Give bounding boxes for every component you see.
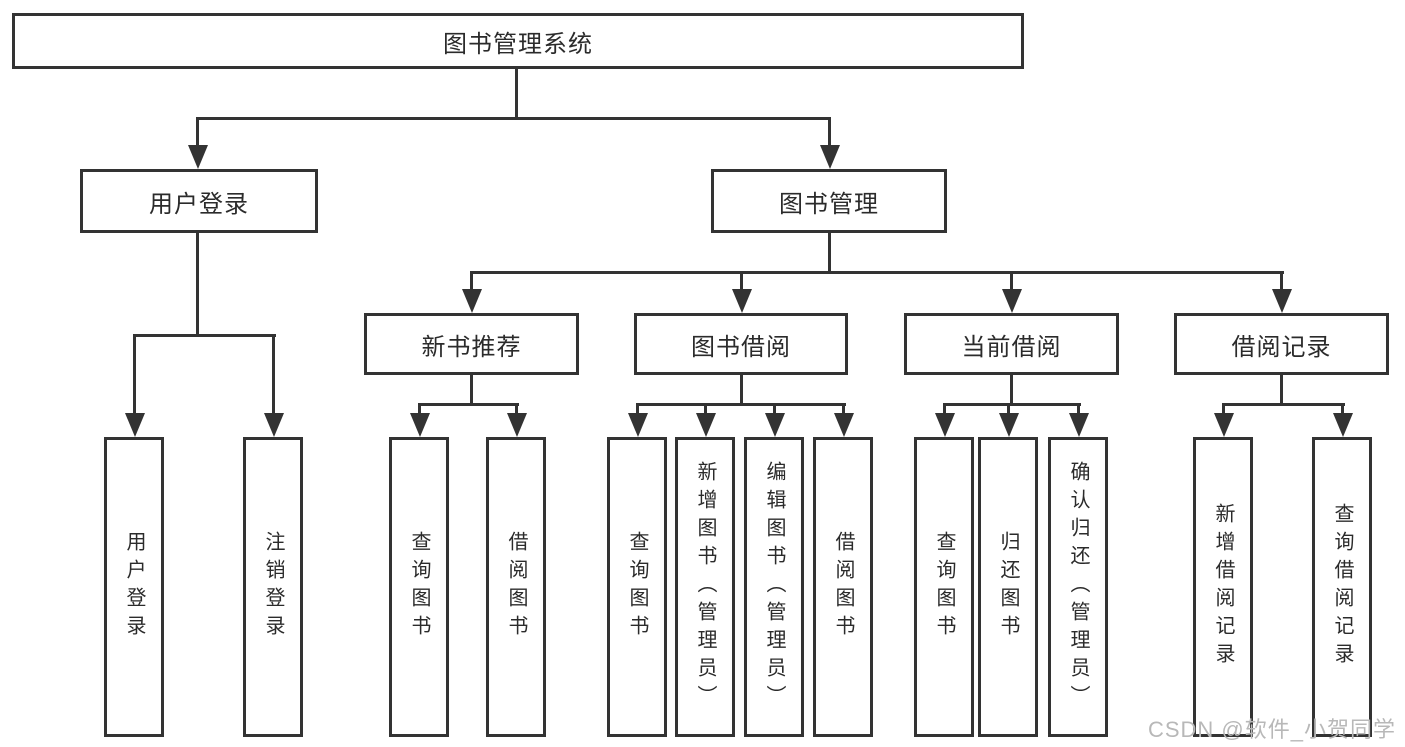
connector-bookmgmt-hline — [470, 271, 1284, 274]
connector-bookmgmt-stem-4 — [1280, 274, 1283, 290]
leaf-return-books-label: 归还图书 — [997, 531, 1019, 643]
arrowhead-leaf-query-books-borrowmgmt — [628, 413, 648, 437]
watermark: CSDN @软件_小贺同学 — [1147, 717, 1396, 742]
arrowhead-leaf-add-borrow-record — [1214, 413, 1234, 437]
leaf-confirm-return-admin-label: 确认归还（管理员） — [1067, 461, 1089, 713]
arrowhead-leaf-query-books-newbook — [410, 413, 430, 437]
connector-borrowmgmt-vline — [740, 375, 743, 403]
node-user-login: 用户登录 — [80, 169, 318, 233]
node-current-borrow: 当前借阅 — [904, 313, 1119, 375]
connector-userlogin-hline — [133, 334, 276, 337]
arrowhead-leaf-return-books — [999, 413, 1019, 437]
leaf-query-borrow-record-label: 查询借阅记录 — [1331, 503, 1353, 671]
arrowhead-leaf-user-login — [125, 413, 145, 437]
leaf-edit-books-admin-label: 编辑图书（管理员） — [763, 461, 785, 713]
leaf-query-borrow-record: 查询借阅记录 — [1312, 437, 1372, 737]
connector-newbook-stem-2 — [515, 406, 518, 414]
connector-record-vline — [1280, 375, 1283, 403]
connector-root-vline — [515, 69, 518, 118]
connector-root-stem-right — [828, 120, 831, 146]
connector-borrowmgmt-hline — [636, 403, 846, 406]
connector-bookmgmt-vline — [828, 233, 831, 271]
connector-borrowmgmt-stem-3 — [773, 406, 776, 414]
arrowhead-leaf-borrow-books-borrowmgmt — [834, 413, 854, 437]
leaf-confirm-return-admin: 确认归还（管理员） — [1048, 437, 1108, 737]
arrowhead-leaf-logout — [264, 413, 284, 437]
arrowhead-user-login — [188, 145, 208, 169]
connector-root-hline — [196, 117, 831, 120]
connector-current-stem-3 — [1077, 406, 1080, 414]
connector-record-stem-2 — [1341, 406, 1344, 414]
connector-userlogin-stem-1 — [133, 337, 136, 414]
arrowhead-leaf-edit-books-admin — [765, 413, 785, 437]
connector-borrowmgmt-stem-2 — [704, 406, 707, 414]
leaf-logout-login-label: 注销登录 — [262, 531, 284, 643]
connector-bookmgmt-stem-2 — [740, 274, 743, 290]
connector-borrowmgmt-stem-1 — [636, 406, 639, 414]
leaf-borrow-books-borrowmgmt: 借阅图书 — [813, 437, 873, 737]
connector-userlogin-vline — [196, 233, 199, 336]
leaf-borrow-books-newbook: 借阅图书 — [486, 437, 546, 737]
connector-bookmgmt-stem-3 — [1010, 274, 1013, 290]
leaf-add-borrow-record-label: 新增借阅记录 — [1212, 503, 1234, 671]
leaf-query-books-newbook: 查询图书 — [389, 437, 449, 737]
connector-current-vline — [1010, 375, 1013, 403]
connector-newbook-stem-1 — [418, 406, 421, 414]
arrowhead-leaf-borrow-books-newbook — [507, 413, 527, 437]
node-root: 图书管理系统 — [12, 13, 1024, 69]
connector-borrowmgmt-stem-4 — [842, 406, 845, 414]
node-book-management: 图书管理 — [711, 169, 947, 233]
connector-newbook-hline — [418, 403, 519, 406]
connector-bookmgmt-stem-1 — [470, 274, 473, 290]
leaf-add-borrow-record: 新增借阅记录 — [1193, 437, 1253, 737]
arrowhead-leaf-query-borrow-record — [1333, 413, 1353, 437]
leaf-return-books: 归还图书 — [978, 437, 1038, 737]
arrowhead-leaf-add-books-admin — [696, 413, 716, 437]
arrowhead-leaf-confirm-return — [1069, 413, 1089, 437]
node-book-borrow: 图书借阅 — [634, 313, 848, 375]
node-new-book-recommend: 新书推荐 — [364, 313, 579, 375]
arrowhead-book-management — [820, 145, 840, 169]
connector-current-hline — [943, 403, 1081, 406]
node-borrow-record: 借阅记录 — [1174, 313, 1389, 375]
leaf-query-books-borrowmgmt: 查询图书 — [607, 437, 667, 737]
leaf-logout-login: 注销登录 — [243, 437, 303, 737]
leaf-borrow-books-newbook-label: 借阅图书 — [505, 531, 527, 643]
arrowhead-current-borrow — [1002, 289, 1022, 313]
node-new-book-recommend-label: 新书推荐 — [421, 333, 522, 361]
node-borrow-record-label: 借阅记录 — [1231, 333, 1332, 361]
leaf-user-login: 用户登录 — [104, 437, 164, 737]
leaf-query-books-newbook-label: 查询图书 — [408, 531, 430, 643]
connector-newbook-vline — [470, 375, 473, 403]
connector-current-stem-1 — [943, 406, 946, 414]
node-user-login-label: 用户登录 — [149, 190, 249, 218]
node-root-label: 图书管理系统 — [443, 30, 593, 58]
leaf-query-books-current: 查询图书 — [914, 437, 974, 737]
leaf-add-books-admin: 新增图书（管理员） — [675, 437, 735, 737]
connector-record-hline — [1222, 403, 1345, 406]
arrowhead-borrow-record — [1272, 289, 1292, 313]
leaf-add-books-admin-label: 新增图书（管理员） — [694, 461, 716, 713]
connector-root-stem-left — [196, 120, 199, 146]
connector-current-stem-2 — [1007, 406, 1010, 414]
node-book-borrow-label: 图书借阅 — [691, 333, 791, 361]
leaf-query-books-current-label: 查询图书 — [933, 531, 955, 643]
arrowhead-leaf-query-books-current — [935, 413, 955, 437]
arrowhead-book-borrow — [732, 289, 752, 313]
node-book-management-label: 图书管理 — [779, 190, 879, 218]
connector-record-stem-1 — [1222, 406, 1225, 414]
leaf-borrow-books-borrowmgmt-label: 借阅图书 — [832, 531, 854, 643]
connector-userlogin-stem-2 — [272, 337, 275, 414]
arrowhead-new-book-recommend — [462, 289, 482, 313]
leaf-query-books-borrowmgmt-label: 查询图书 — [626, 531, 648, 643]
node-current-borrow-label: 当前借阅 — [961, 333, 1062, 361]
leaf-edit-books-admin: 编辑图书（管理员） — [744, 437, 804, 737]
leaf-user-login-label: 用户登录 — [123, 531, 145, 643]
